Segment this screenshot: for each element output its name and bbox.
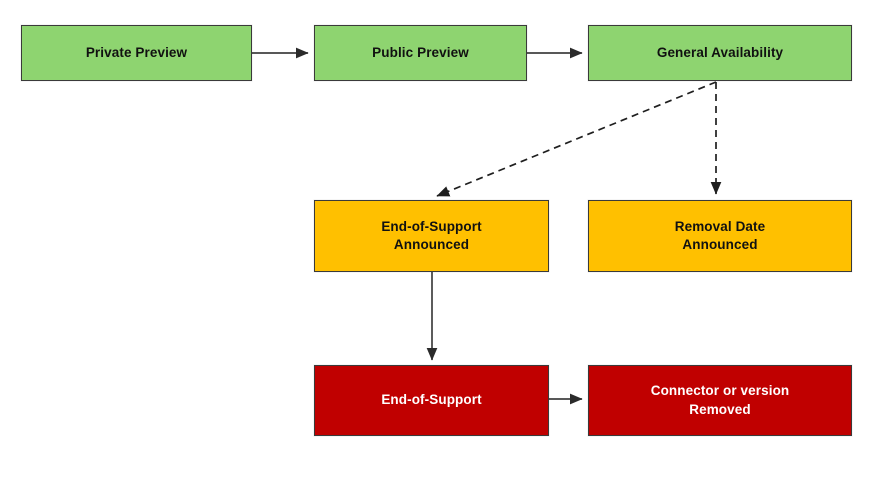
node-private-preview-label: Private Preview — [85, 44, 188, 60]
node-end-of-support-announced[interactable]: End-of-Support Announced — [314, 200, 549, 272]
edge-ga-to-eos-announced — [436, 81, 717, 197]
node-removal-date-announced[interactable]: Removal Date Announced — [588, 200, 852, 272]
node-removal-date-announced-label: Removal Date Announced — [674, 218, 766, 252]
node-connector-or-version-removed[interactable]: Connector or version Removed — [588, 365, 852, 436]
node-end-of-support-announced-label: End-of-Support Announced — [381, 218, 482, 252]
node-public-preview[interactable]: Public Preview — [314, 25, 527, 81]
node-connector-or-version-removed-label: Connector or version Removed — [650, 383, 790, 417]
node-general-availability[interactable]: General Availability — [588, 25, 852, 81]
node-public-preview-label: Public Preview — [372, 44, 469, 60]
node-end-of-support[interactable]: End-of-Support — [314, 365, 549, 436]
node-end-of-support-label: End-of-Support — [381, 392, 482, 408]
node-private-preview[interactable]: Private Preview — [21, 25, 252, 81]
node-general-availability-label: General Availability — [656, 44, 784, 60]
